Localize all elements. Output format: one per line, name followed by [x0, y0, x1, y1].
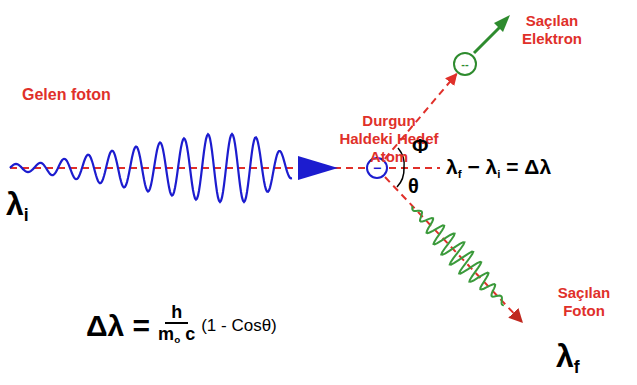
caption-group: Saçılan Foton — [548, 284, 620, 320]
equation-group: λf − λi = Δλ — [444, 155, 553, 180]
photon-label: Saçılan Foton — [558, 284, 611, 319]
electron-direction — [474, 27, 500, 53]
scattered-wave — [412, 206, 504, 305]
subscript: i — [497, 168, 500, 180]
scattered-electron: -- — [453, 52, 477, 76]
wavelength-group: λi — [6, 186, 29, 226]
equation-part: = Δλ — [506, 155, 551, 178]
incident-arrowhead — [298, 156, 338, 180]
electron-arrowhead — [494, 15, 510, 32]
incident-wave — [10, 134, 292, 202]
caption-group: Saçılan Elektron — [512, 12, 592, 48]
theta-arc — [397, 168, 404, 187]
fraction: hmo c — [158, 302, 195, 350]
incident-label: Gelen foton — [22, 86, 111, 103]
angle-label: Φ — [412, 135, 428, 157]
reference-axis — [389, 167, 440, 169]
formula-part: h — [171, 302, 182, 322]
scattered-photon-path — [385, 177, 522, 322]
angle-group: θ — [408, 175, 419, 198]
formula-part: m — [158, 324, 174, 344]
subscript: i — [24, 205, 29, 225]
denominator: mo c — [158, 324, 195, 350]
formula-group: Δλ =hmo c(1 - Cosθ) — [86, 302, 277, 350]
equation-part: − λ — [467, 155, 497, 178]
angle-label: θ — [408, 175, 419, 197]
formula-part: Δλ = — [86, 309, 150, 343]
caption-group: Gelen foton — [22, 86, 111, 104]
angle-group: Φ — [412, 135, 428, 158]
equation-part: λ — [446, 155, 458, 178]
electron-label: Saçılan Elektron — [522, 12, 582, 47]
formula-part: (1 - Cosθ) — [201, 316, 277, 336]
subscript: f — [574, 357, 580, 377]
wavelength-symbol: λ — [6, 186, 24, 222]
wavelength-group: λf — [556, 338, 580, 378]
charge-sign: -- — [461, 58, 468, 70]
subscript: o — [174, 334, 180, 345]
formula-part: c — [185, 324, 195, 344]
numerator: h — [165, 302, 188, 324]
subscript: f — [458, 168, 462, 180]
wavelength-symbol: λ — [556, 338, 574, 374]
